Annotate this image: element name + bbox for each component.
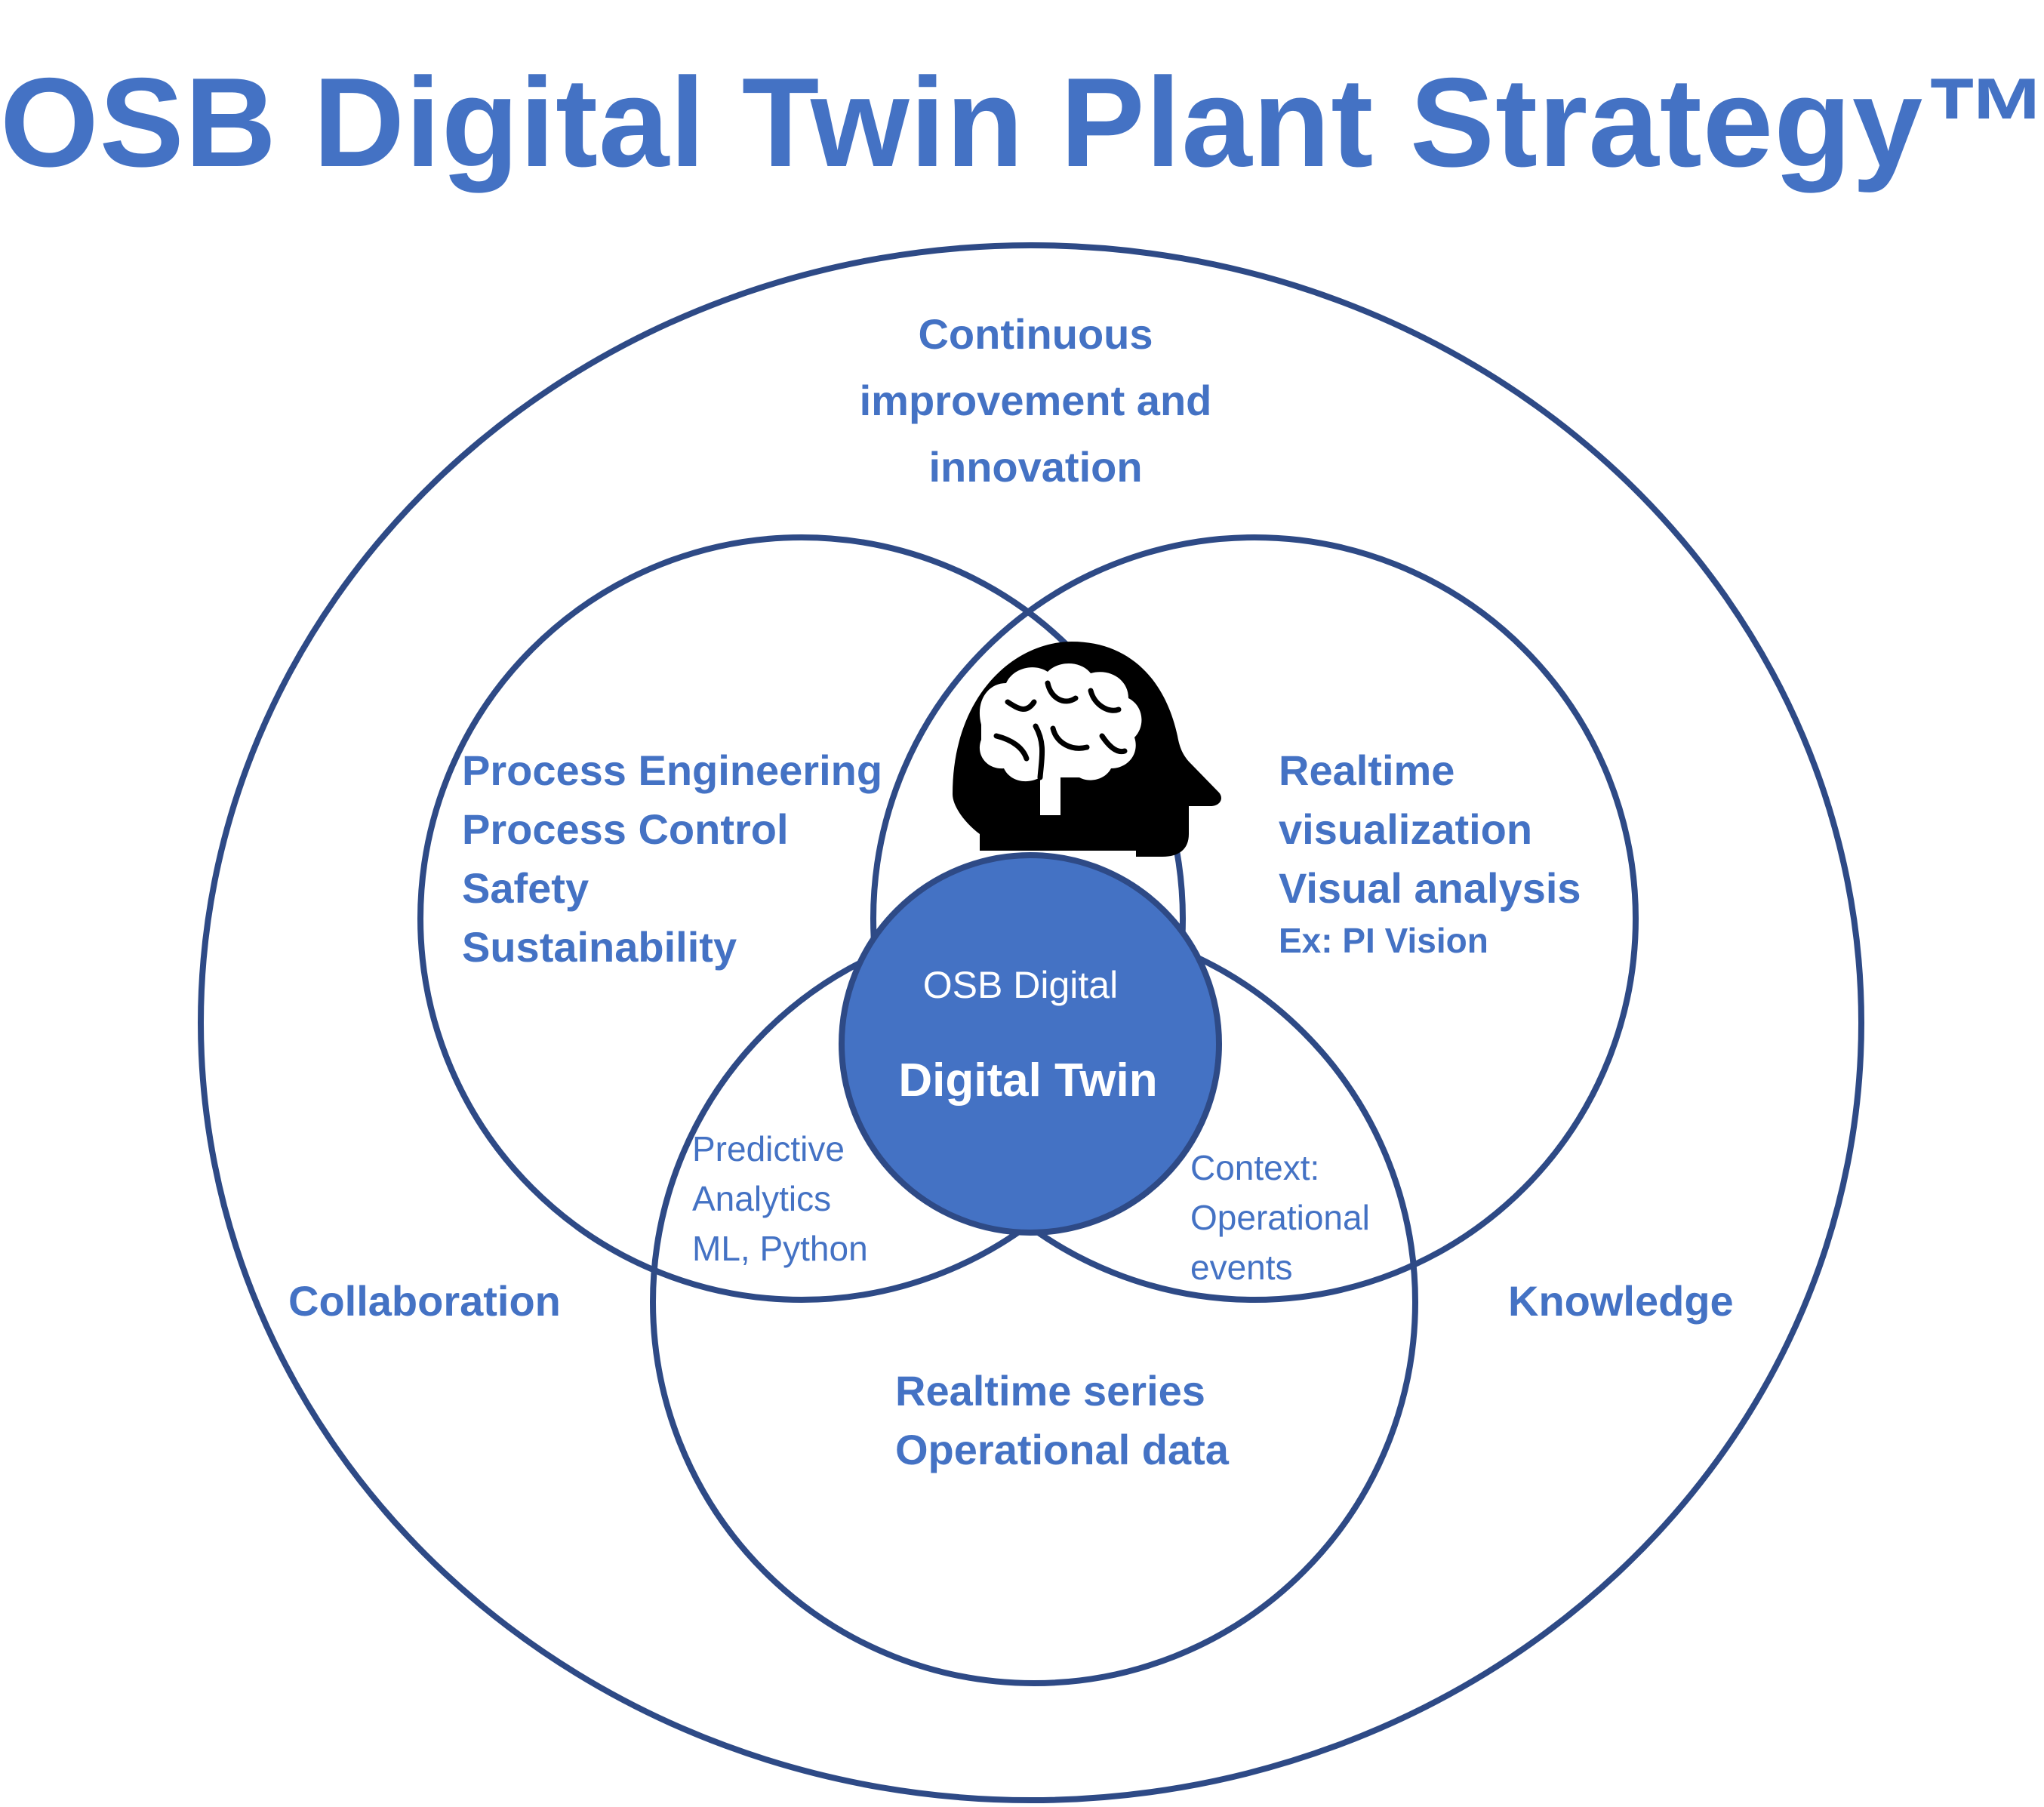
outer-top-label-line3: innovation (928, 443, 1142, 491)
right-circle-item-2: visualization (1279, 805, 1532, 853)
outer-left-label: Collaboration (288, 1277, 561, 1325)
overlap-left-bottom-line2: Analytics (692, 1179, 831, 1218)
brain-head-icon (953, 642, 1221, 857)
overlap-left-bottom-line1: Predictive (692, 1129, 845, 1168)
circle-right (870, 534, 1639, 1303)
overlap-right-bottom-line2: Operational (1190, 1198, 1370, 1237)
circle-left (417, 534, 1186, 1303)
right-circle-example: Ex: PI Vision (1279, 921, 1488, 960)
bottom-circle-item-1: Realtime series (895, 1367, 1205, 1415)
bottom-circle-item-2: Operational data (895, 1426, 1230, 1473)
overlap-right-bottom-line1: Context: (1190, 1148, 1319, 1187)
overlap-left-bottom-line3: ML, Python (692, 1229, 868, 1268)
left-circle-item-3: Safety (462, 864, 589, 912)
right-circle-item-3: Visual analysis (1279, 864, 1581, 912)
outer-top-label-line2: improvement and (860, 377, 1212, 424)
right-circle-item-1: Realtime (1279, 747, 1455, 794)
left-circle-item-2: Process Control (462, 805, 789, 853)
center-subtitle: OSB Digital (923, 964, 1118, 1006)
left-circle-item-1: Process Engineering (462, 747, 882, 794)
left-circle-item-4: Sustainability (462, 923, 737, 971)
outer-circle (198, 242, 1864, 1803)
outer-right-label: Knowledge (1508, 1277, 1734, 1325)
overlap-right-bottom-line3: events (1190, 1248, 1293, 1287)
outer-top-label-line1: Continuous (918, 310, 1153, 358)
center-circle (839, 852, 1222, 1236)
page-title: OSB Digital Twin Plant Strategy™ (0, 51, 2044, 193)
center-title: Digital Twin (898, 1054, 1157, 1107)
